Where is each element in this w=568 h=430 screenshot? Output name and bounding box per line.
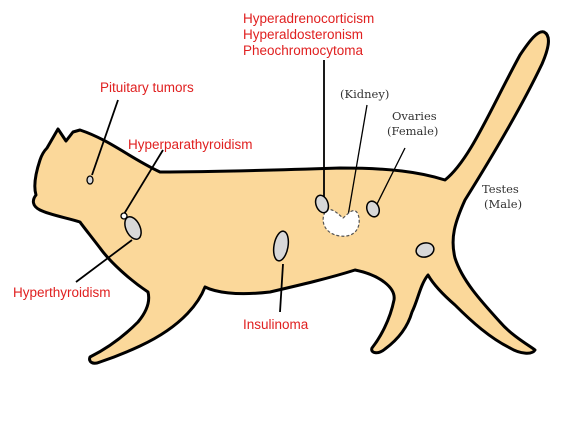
label-ovaries-line2: (Female) (387, 124, 439, 138)
label-parathyroid: Hyperparathyroidism (128, 137, 253, 152)
pituitary-gland (86, 175, 94, 185)
pancreas-gland (272, 230, 290, 262)
label-pituitary: Pituitary tumors (100, 80, 194, 95)
parathyroid-gland (120, 212, 128, 220)
testis-gland (415, 242, 435, 258)
label-adrenal-line2: Hyperaldosteronism (243, 27, 364, 42)
adrenal-gland (314, 194, 330, 214)
cat-silhouette (31, 30, 550, 365)
label-adrenal-line3: Pheochromocytoma (243, 43, 364, 58)
leader-line-parathyroid (123, 149, 164, 215)
ovary-gland (365, 200, 381, 218)
label-thyroid: Hyperthyroidism (13, 285, 111, 300)
leader-line-pituitary (91, 99, 119, 176)
thyroid-gland (124, 215, 142, 241)
kidney-outline (322, 208, 360, 237)
leader-line-kidney (347, 104, 368, 217)
leader-line-ovaries (375, 147, 406, 207)
leader-line-insulinoma (279, 263, 284, 313)
label-kidney: (Kidney) (340, 87, 390, 101)
label-insulinoma: Insulinoma (243, 317, 309, 332)
label-ovaries-line1: Ovaries (392, 109, 437, 123)
leader-line-thyroid (75, 239, 133, 283)
label-testes-line1: Testes (482, 182, 519, 196)
label-adrenal-line1: Hyperadrenocorticism (243, 11, 375, 26)
label-testes-line2: (Male) (484, 197, 523, 211)
